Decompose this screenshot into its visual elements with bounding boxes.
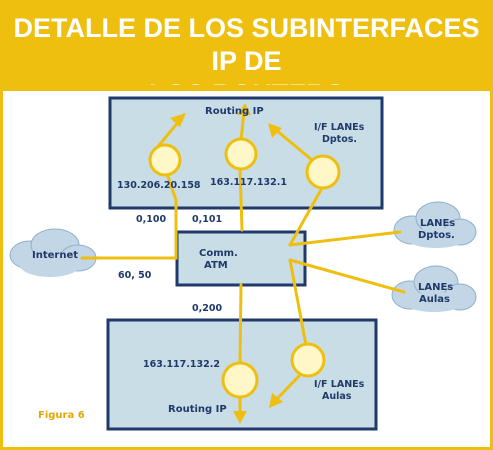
arrow-line-top-center: [239, 110, 246, 142]
link-lanes-aulas: [288, 258, 406, 294]
link-lanes-dptos: [288, 230, 402, 247]
vc-label-0-200: 0,200: [192, 303, 222, 314]
lanes-aulas-label-1: LANEs: [418, 282, 453, 293]
bottom-router-title: Routing IP: [168, 404, 227, 415]
figure-label: Figura 6: [38, 410, 85, 421]
lanes-dptos-label-2: Dptos.: [418, 230, 455, 241]
atm-label-2: ATM: [204, 260, 228, 271]
interface-circle-top-center: [224, 137, 258, 171]
vc-label-0-101: 0,101: [192, 214, 222, 225]
title-line-1: DETALLE DE LOS SUBINTERFACES IP DE: [13, 13, 480, 76]
top-ip-center: 163.117.132.1: [210, 177, 287, 188]
top-interface-label-2: Dptos.: [322, 134, 357, 145]
lanes-dptos-label-1: LANEs: [420, 218, 455, 229]
atm-label-1: Comm.: [199, 248, 238, 259]
arrowhead-bottom-center: [233, 411, 247, 424]
arrow-line-top-right: [274, 128, 314, 162]
top-interface-label-1: I/F LANEs: [314, 122, 365, 133]
lanes-aulas-cloud: [391, 265, 477, 312]
interface-circles: [148, 137, 341, 399]
top-ip-left: 130.206.20.158: [117, 180, 201, 191]
arrowhead-top-left: [170, 113, 186, 127]
link-internet-vc: [80, 166, 178, 260]
internet-cloud: [9, 228, 97, 277]
atm-box: [175, 230, 307, 287]
bottom-interface-label-1: I/F LANEs: [314, 379, 365, 390]
vc-label-0-100: 0,100: [136, 214, 166, 225]
link-top-right: [288, 186, 324, 247]
internet-label: Internet: [32, 250, 78, 261]
bottom-interface-label-2: Aulas: [322, 391, 352, 402]
arrowheads: [170, 103, 283, 424]
arrow-line-bottom-right: [274, 373, 302, 402]
interface-circle-bottom-center: [221, 361, 259, 399]
top-router-title: Routing IP: [205, 106, 264, 117]
interface-circle-bottom-right: [290, 342, 326, 378]
link-top-center: [238, 166, 244, 232]
vc-label-60-50: 60, 50: [118, 270, 152, 281]
bottom-ip: 163.117.132.2: [143, 359, 220, 370]
link-bottom-center: [238, 283, 243, 364]
lanes-aulas-label-2: Aulas: [419, 294, 450, 305]
interface-circle-top-left: [148, 143, 182, 177]
lanes-dptos-cloud: [393, 201, 477, 248]
page-title: DETALLE DE LOS SUBINTERFACES IP DE LOS R…: [0, 0, 493, 109]
interface-circle-top-right: [305, 154, 341, 190]
outer-border: [0, 85, 493, 450]
arrowhead-top-right: [268, 123, 282, 138]
arrowhead-bottom-right: [269, 393, 283, 408]
arrowhead-top-center: [237, 103, 251, 115]
link-bottom-right: [288, 258, 308, 347]
